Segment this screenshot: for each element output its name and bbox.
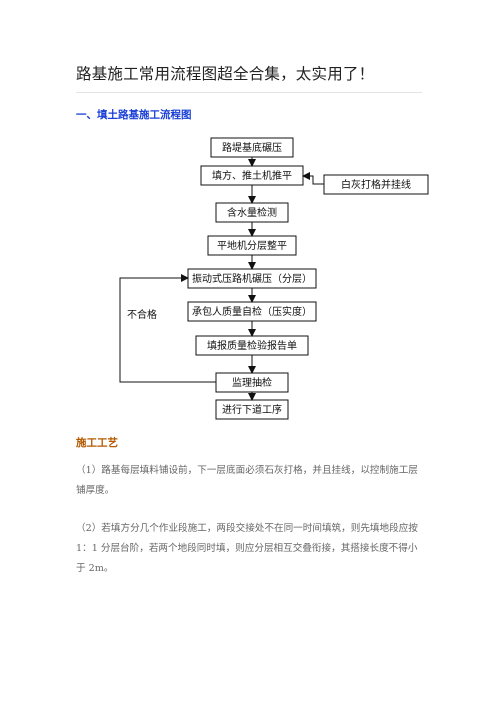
paragraph-2: （2）若填方分几个作业段施工，两段交接处不在同一时间填筑，则先填地段应按 1：1… bbox=[76, 523, 418, 574]
sub-heading: 施工工艺 bbox=[76, 437, 118, 449]
paragraph-1: （1）路基每层填料铺设前，下一层底面必须石灰打格，并且挂线，以控制施工层铺厚度。 bbox=[76, 465, 418, 496]
flow-step-8: 监理抽检 bbox=[232, 376, 272, 389]
flow-step-5: 振动式压路机碾压（分层） bbox=[192, 272, 312, 285]
title-divider bbox=[76, 92, 422, 93]
page-title: 路基施工常用流程图超全合集，太实用了！ bbox=[76, 65, 375, 83]
flow-step-3: 含水量检测 bbox=[227, 206, 277, 219]
flow-step-2: 填方、推土机推平 bbox=[212, 169, 292, 182]
flowchart-diagram: 路堤基底碾压 填方、推土机推平 含水量检测 平地机分层整平 振动式压路机碾压（分… bbox=[110, 128, 440, 428]
flow-side-label: 白灰打格并挂线 bbox=[341, 178, 411, 191]
flow-step-4: 平地机分层整平 bbox=[217, 239, 287, 252]
flow-step-7: 填报质量检验报告单 bbox=[207, 339, 297, 352]
section-heading: 一、填土路基施工流程图 bbox=[76, 109, 192, 121]
flow-step-6: 承包人质量自检（压实度） bbox=[192, 305, 312, 318]
flow-loop-label: 不合格 bbox=[127, 308, 157, 321]
flow-step-9: 进行下道工序 bbox=[222, 403, 282, 416]
flow-step-1: 路堤基底碾压 bbox=[222, 141, 282, 154]
